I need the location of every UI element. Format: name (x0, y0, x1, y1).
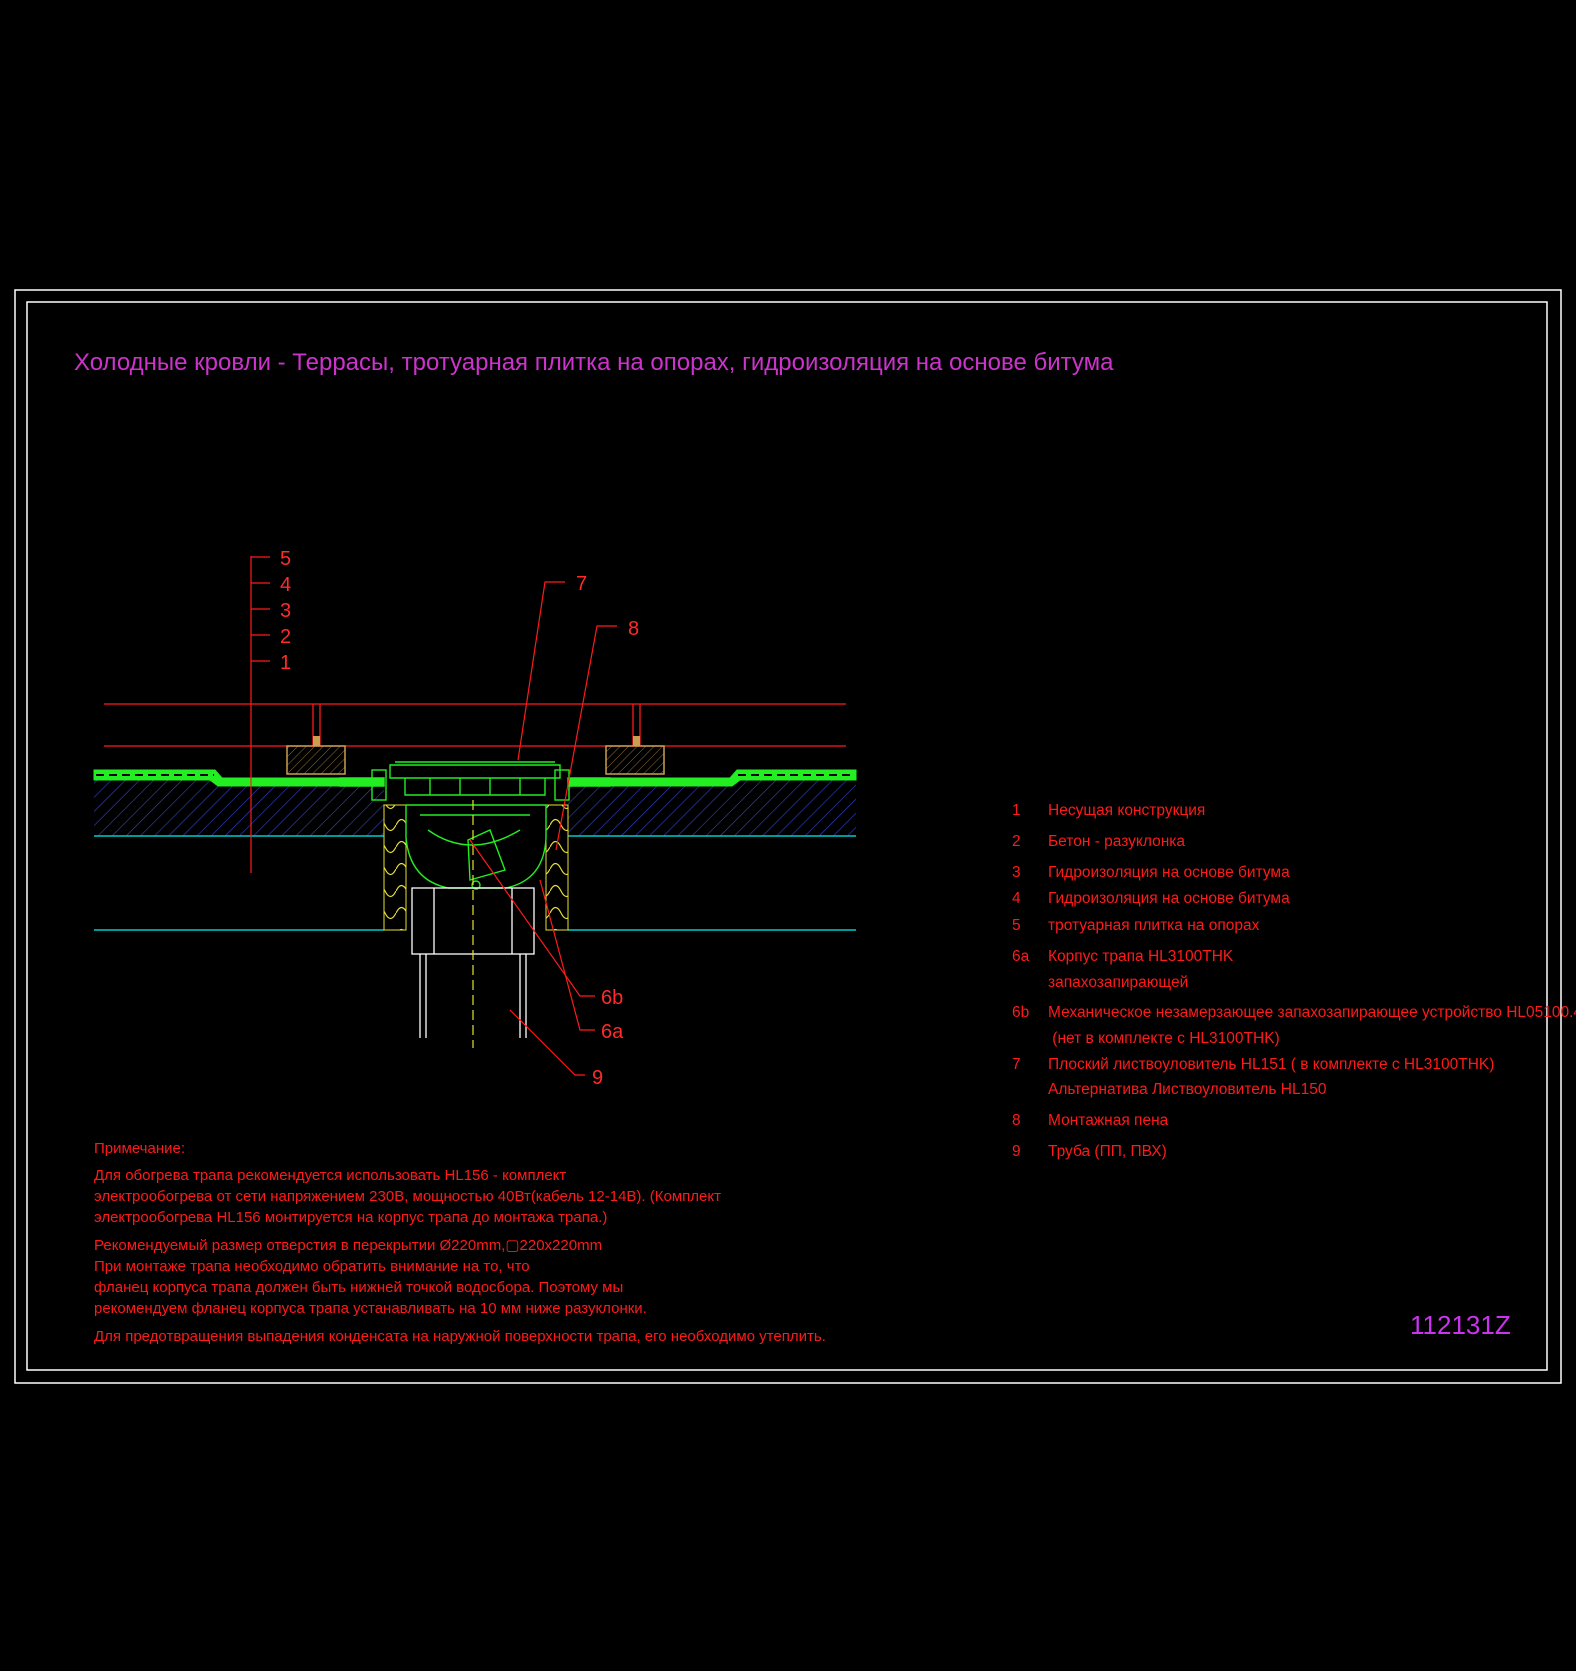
outer-frame (14, 289, 1562, 1384)
leader-8 (555, 625, 617, 851)
legend-num-7: 7 (1012, 1056, 1021, 1073)
pedestal-support-right (605, 745, 665, 775)
legend: 1 Несущая конструкция 2 Бетон - разуклон… (1012, 802, 1576, 1160)
callout-2: 2 (280, 626, 291, 648)
callout-4: 4 (280, 574, 291, 596)
callout-8: 8 (628, 618, 639, 640)
legend-num-8: 8 (1012, 1112, 1021, 1129)
pedestal-stem-left (313, 736, 320, 746)
note-p1-l2: электрообогрева от сети напряжением 230В… (94, 1188, 721, 1205)
drain-body (339, 761, 611, 890)
legend-text-6b-2: (нет в комплекте с HL3100THK) (1048, 1030, 1280, 1047)
leader-6b (469, 839, 595, 997)
legend-num-6b: 6b (1012, 1004, 1029, 1021)
note-p2-l1: Рекомендуемый размер отверстия в перекры… (94, 1237, 602, 1254)
outlet-pipe (411, 887, 535, 1038)
legend-num-9: 9 (1012, 1143, 1021, 1160)
legend-text-5: тротуарная плитка на опорах (1048, 917, 1260, 934)
note-p2-l2: При монтаже трапа необходимо обратить вн… (94, 1258, 530, 1275)
legend-num-4: 4 (1012, 890, 1021, 907)
inner-frame (26, 301, 1548, 1371)
concrete-slope-layer-right (568, 780, 856, 836)
legend-text-4: Гидроизоляция на основе битума (1048, 890, 1290, 907)
pedestal-stem-right (633, 736, 640, 746)
note-p3-l1: Для предотвращения выпадения конденсата … (94, 1328, 826, 1345)
notes-heading: Примечание: (94, 1140, 185, 1157)
legend-text-7-2: Альтернатива Листвоуловитель HL150 (1048, 1081, 1327, 1098)
pedestal-support-left (286, 745, 346, 775)
leader-6a (539, 879, 595, 1031)
mounting-foam-left (383, 804, 407, 931)
callout-6a: 6a (601, 1021, 624, 1043)
legend-text-7: Плоский листвоуловитель HL151 ( в компле… (1048, 1056, 1494, 1073)
legend-num-2: 2 (1012, 833, 1021, 850)
mounting-foam-right (545, 804, 569, 931)
legend-text-3: Гидроизоляция на основе битума (1048, 864, 1290, 881)
callout-3: 3 (280, 600, 291, 622)
sheet-title: Холодные кровли - Террасы, тротуарная пл… (74, 349, 1114, 376)
legend-num-6a: 6a (1012, 948, 1030, 965)
callout-1: 1 (280, 652, 291, 674)
callout-5: 5 (280, 548, 291, 570)
callout-6b: 6b (601, 987, 623, 1009)
note-p2-l4: рекомендуем фланец корпуса трапа устанав… (94, 1300, 647, 1317)
legend-text-6a-2: запахозапирающей (1048, 974, 1188, 991)
note-p1-l3: электрообогрева HL156 монтируется на кор… (94, 1209, 607, 1226)
legend-text-6a: Корпус трапа HL3100THK (1048, 948, 1234, 965)
legend-text-6b: Механическое незамерзающее запахозапираю… (1048, 1004, 1576, 1021)
legend-num-1: 1 (1012, 802, 1021, 819)
notes-block: Примечание: Для обогрева трапа рекоменду… (94, 1140, 826, 1345)
note-p1-l1: Для обогрева трапа рекомендуется использ… (94, 1167, 566, 1184)
legend-text-8: Монтажная пена (1048, 1112, 1169, 1129)
callout-9: 9 (592, 1067, 603, 1089)
legend-text-9: Труба (ПП, ПВХ) (1048, 1143, 1167, 1160)
legend-text-1: Несущая конструкция (1048, 802, 1205, 819)
note-p2-l3: фланец корпуса трапа должен быть нижней … (94, 1279, 623, 1296)
leader-7 (517, 581, 565, 761)
drain-section-drawing: 5 4 3 2 1 7 8 6b 6a 9 (93, 548, 857, 1089)
callout-7: 7 (576, 573, 587, 595)
legend-num-5: 5 (1012, 917, 1021, 934)
concrete-slope-layer (94, 780, 384, 836)
legend-text-2: Бетон - разуклонка (1048, 833, 1185, 850)
leader-9 (509, 1009, 585, 1076)
drawing-code: 112131Z (1410, 1310, 1511, 1340)
legend-num-3: 3 (1012, 864, 1021, 881)
